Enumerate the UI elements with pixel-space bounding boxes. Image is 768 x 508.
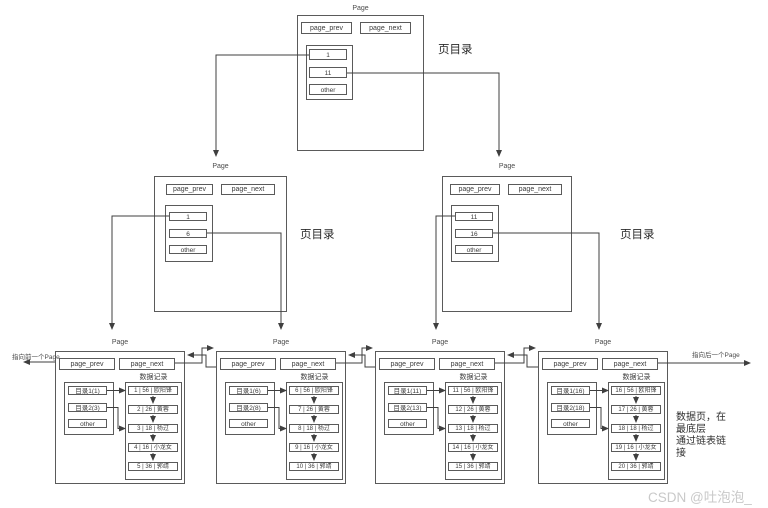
record-row: 7 | 26 | 黄蓉 (289, 405, 339, 414)
directory-entry: 6 (169, 229, 207, 238)
leaf-page-2: Page page_prev page_next 数据记录 目录1(6) 目录2… (216, 339, 346, 488)
directory-entry: 11 (455, 212, 493, 221)
page-prev-field: page_prev (542, 358, 598, 370)
record-row: 19 | 16 | 小龙女 (611, 443, 661, 452)
directory-entry: 目录1(6) (229, 386, 268, 395)
data-records-label: 数据记录 (622, 374, 651, 381)
record-row: 2 | 26 | 黄蓉 (128, 405, 178, 414)
page-prev-field: page_prev (166, 184, 213, 195)
leaf-page-4: Page page_prev page_next 数据记录 目录1(16) 目录… (538, 339, 668, 488)
note-line: 接 (676, 448, 686, 459)
directory-entry: 目录2(8) (229, 403, 268, 412)
note-line: 最底层 (676, 424, 706, 435)
directory-entry: other (68, 419, 107, 428)
directory-entry: other (309, 84, 347, 95)
record-row: 3 | 18 | 杨过 (128, 424, 178, 433)
record-row: 9 | 16 | 小龙女 (289, 443, 339, 452)
directory-entry: 目录1(11) (388, 386, 427, 395)
page-prev-field: page_prev (220, 358, 276, 370)
record-row: 6 | 56 | 欧阳锋 (289, 386, 339, 395)
data-records-label: 数据记录 (459, 374, 488, 381)
page-directory-label: 页目录 (620, 229, 655, 241)
record-row: 16 | 56 | 欧阳锋 (611, 386, 661, 395)
linked-list-note: 数据页，在 最底层 通过链表链 接 (676, 412, 726, 460)
data-records-label: 数据记录 (139, 374, 168, 381)
leaf-page-1: Page page_prev page_next 数据记录 目录1(1) 目录2… (55, 339, 185, 488)
page-title: Page (111, 339, 129, 346)
page-next-field: page_next (221, 184, 275, 195)
directory-entry: other (229, 419, 268, 428)
page-title: Page (594, 339, 612, 346)
page-title: Page (352, 5, 369, 12)
page-next-field: page_next (602, 358, 658, 370)
leaf-page-3: Page page_prev page_next 数据记录 目录1(11) 目录… (375, 339, 505, 488)
page-next-field: page_next (119, 358, 175, 370)
prev-pointer-label: 指向前一个Page (12, 354, 60, 361)
data-records-label: 数据记录 (300, 374, 329, 381)
page-next-field: page_next (280, 358, 336, 370)
next-pointer-label: 指向后一个Page (692, 352, 740, 359)
page-directory-label: 页目录 (438, 44, 473, 56)
record-row: 15 | 36 | 郭靖 (448, 462, 498, 471)
record-row: 4 | 16 | 小龙女 (128, 443, 178, 452)
page-next-field: page_next (439, 358, 495, 370)
record-row: 12 | 26 | 黄蓉 (448, 405, 498, 414)
record-row: 10 | 36 | 郭靖 (289, 462, 339, 471)
record-row: 8 | 18 | 杨过 (289, 424, 339, 433)
page-title: Page (498, 163, 516, 170)
page-prev-field: page_prev (450, 184, 500, 195)
page-title: Page (431, 339, 449, 346)
directory-entry: 11 (309, 67, 347, 78)
page-prev-field: page_prev (59, 358, 115, 370)
record-row: 1 | 56 | 欧阳锋 (128, 386, 178, 395)
directory-entry: 16 (455, 229, 493, 238)
record-row: 18 | 18 | 杨过 (611, 424, 661, 433)
directory-entry: other (169, 245, 207, 254)
directory-entry: 1 (169, 212, 207, 221)
page-title: Page (212, 163, 229, 170)
watermark: CSDN @吐泡泡_ (648, 490, 752, 505)
note-line: 通过链表链 (676, 436, 726, 447)
record-row: 20 | 36 | 郭靖 (611, 462, 661, 471)
directory-entry: 目录2(13) (388, 403, 427, 412)
directory-entry: other (551, 419, 590, 428)
directory-entry: other (388, 419, 427, 428)
record-row: 14 | 16 | 小龙女 (448, 443, 498, 452)
page-directory-label: 页目录 (300, 229, 335, 241)
page-prev-field: page_prev (379, 358, 435, 370)
record-row: 5 | 36 | 郭靖 (128, 462, 178, 471)
directory-entry: 目录1(1) (68, 386, 107, 395)
directory-entry: 目录1(16) (551, 386, 590, 395)
directory-entry: 目录2(18) (551, 403, 590, 412)
note-line: 数据页，在 (676, 412, 726, 423)
record-row: 11 | 56 | 欧阳锋 (448, 386, 498, 395)
directory-entry: other (455, 245, 493, 254)
directory-entry: 目录2(3) (68, 403, 107, 412)
record-row: 17 | 26 | 黄蓉 (611, 405, 661, 414)
page-title: Page (272, 339, 290, 346)
directory-entry: 1 (309, 49, 347, 60)
page-next-field: page_next (360, 22, 411, 34)
page-prev-field: page_prev (301, 22, 352, 34)
page-next-field: page_next (508, 184, 562, 195)
record-row: 13 | 18 | 杨过 (448, 424, 498, 433)
